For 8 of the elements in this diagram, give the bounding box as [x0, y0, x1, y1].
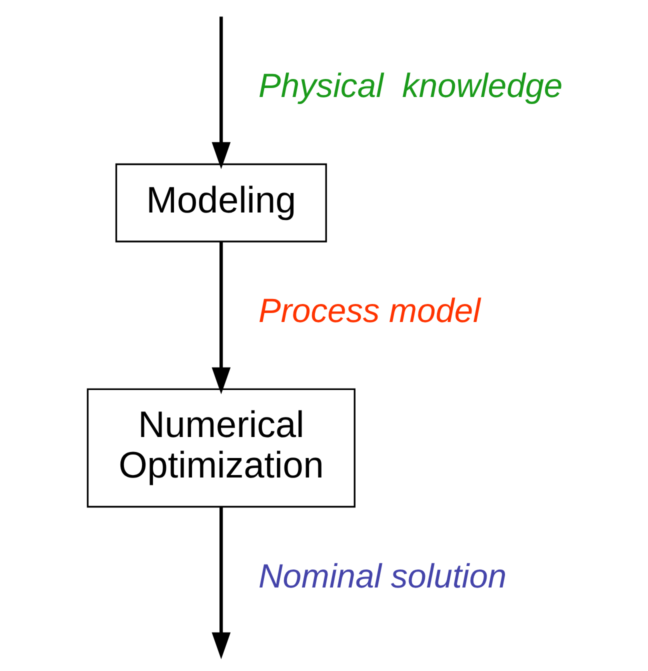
edge-label: Nominal solution	[258, 558, 507, 596]
edge-label: Physical knowledge	[258, 68, 563, 106]
edge-label: Process model	[258, 293, 480, 330]
arrow	[212, 242, 231, 394]
node-box: Modeling	[115, 163, 327, 242]
node-box: Numerical Optimization	[86, 388, 356, 508]
arrow	[212, 507, 231, 660]
arrow	[212, 16, 231, 170]
